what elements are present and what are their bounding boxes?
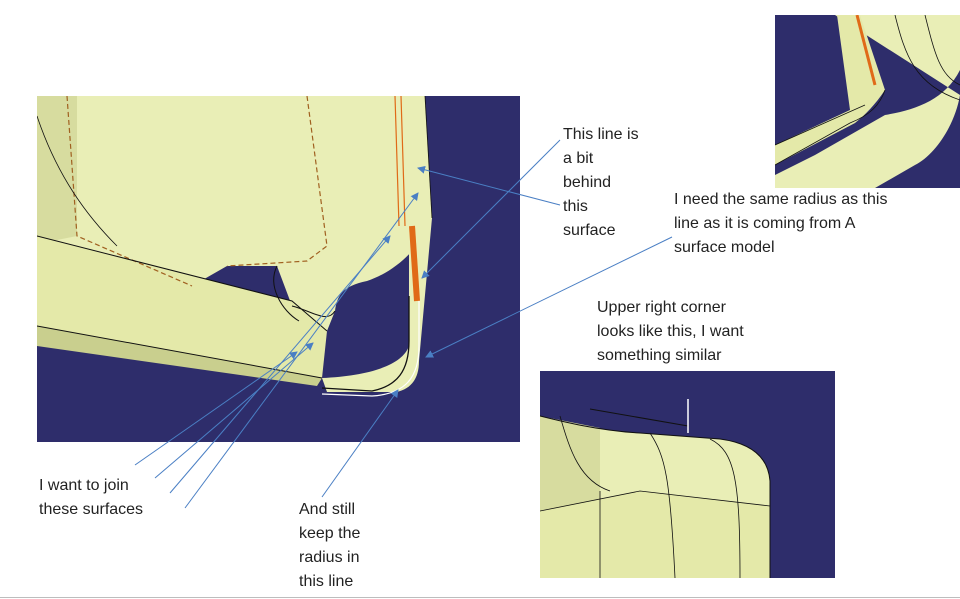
reference-corner-render-top [775, 15, 960, 188]
note-same-radius: I need the same radius as this line as i… [674, 191, 888, 256]
note-upper-right-corner: Upper right corner looks like this, I wa… [597, 299, 744, 364]
note-line-behind-surface: This line is a bit behind this surface [563, 126, 639, 239]
bottom-divider [0, 597, 960, 598]
note-join-surfaces: I want to join these surfaces [39, 477, 144, 518]
reference-corner-viewport-bottom [540, 371, 835, 578]
note-keep-radius: And still keep the radius in this line [299, 501, 361, 590]
reference-corner-viewport-top [775, 15, 960, 188]
reference-corner-render-bottom [540, 371, 835, 578]
main-cad-render [37, 96, 520, 442]
main-cad-viewport [37, 96, 520, 442]
